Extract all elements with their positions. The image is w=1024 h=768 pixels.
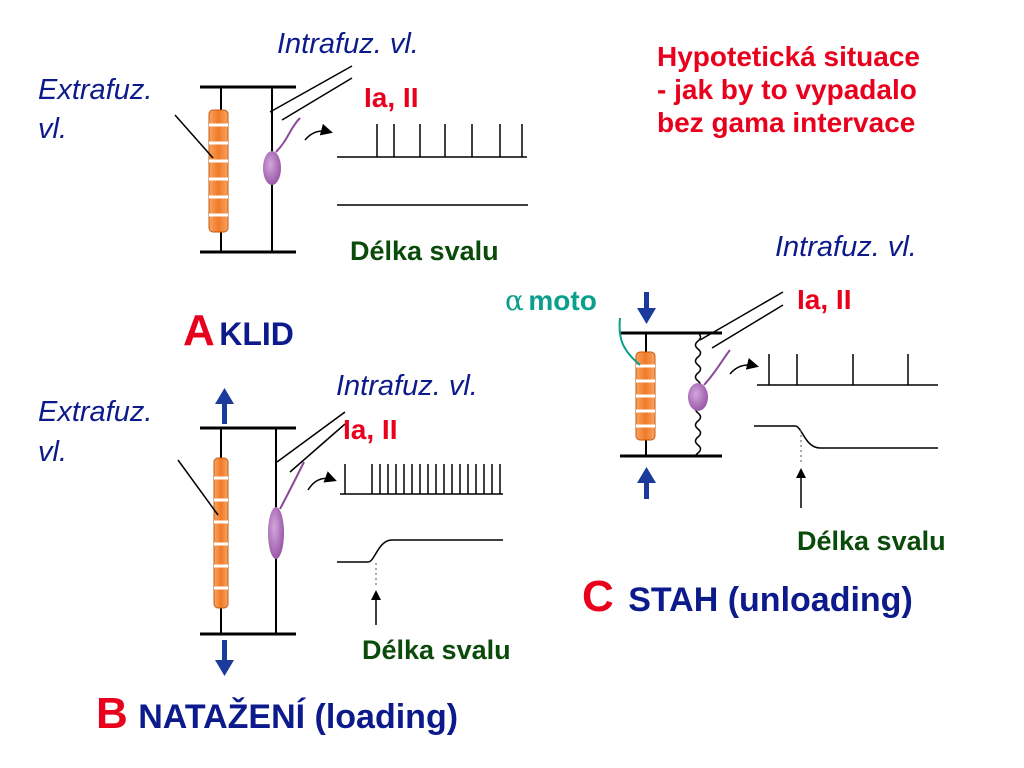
muscle-spindle: [263, 151, 281, 185]
alpha-moto-nerve: [618, 317, 641, 366]
panel-a-extrafusal-label-2: vl.: [38, 113, 67, 145]
panel-a-letter: A: [183, 306, 215, 355]
panel-b-intrafusal-label: Intrafuz. vl.: [336, 370, 478, 402]
panel-c-title-text: STAH (unloading): [628, 581, 913, 619]
extrafusal-fiber: [208, 109, 229, 233]
panel-a-length-label: Délka svalu: [350, 236, 499, 266]
panel-b-afferents-label: Ia, II: [343, 414, 398, 445]
panel-c-alpha-moto-label: α moto: [505, 287, 597, 315]
stretch-arrow-up: [215, 388, 234, 424]
panel-b-title: B NATAŽENÍ (loading): [96, 692, 458, 736]
panel-c-afferents-label: Ia, II: [797, 284, 852, 315]
panel-a-title-text: KLID: [219, 316, 294, 352]
panel-a-extrafusal-label-1: Extrafuz.: [38, 74, 153, 106]
muscle-spindle: [268, 507, 284, 559]
panel-b-extrafusal-label-2: vl.: [38, 436, 67, 468]
panel-c-letter: C: [582, 572, 614, 621]
panel-a-schematic: [174, 65, 528, 254]
hypothesis-line-1: Hypotetická situace: [657, 41, 920, 72]
panel-c-length-label: Délka svalu: [797, 526, 946, 556]
hypothesis-line-2: - jak by to vypadalo: [657, 74, 917, 106]
panel-c-schematic: [618, 291, 938, 508]
panel-c-alpha-symbol: α: [505, 284, 524, 317]
panel-b-schematic: [177, 388, 503, 676]
hypothesis-line-3: bez gama intervace: [657, 107, 916, 139]
panel-a-intrafusal-label: Intrafuz. vl.: [277, 28, 419, 60]
contraction-arrow-down: [637, 292, 656, 324]
panel-b-extrafusal-label-1: Extrafuz.: [38, 396, 153, 428]
panel-b-title-text: NATAŽENÍ (loading): [138, 698, 459, 736]
panel-b-length-label: Délka svalu: [362, 635, 511, 665]
panel-c-intrafusal-label: Intrafuz. vl.: [775, 231, 917, 263]
panel-a-title: A KLID: [183, 309, 294, 353]
panel-a-afferents-label: Ia, II: [364, 82, 419, 113]
stretch-arrow-down: [215, 640, 234, 676]
contraction-arrow-up: [637, 467, 656, 499]
hypothesis-note: Hypotetická situace - jak by to vypadalo…: [657, 40, 920, 139]
panel-b-letter: B: [96, 689, 128, 738]
extrafusal-fiber: [213, 457, 229, 609]
muscle-spindle: [688, 383, 708, 411]
panel-c-title: C STAH (unloading): [582, 575, 913, 619]
panel-c-moto-text: moto: [528, 285, 597, 316]
